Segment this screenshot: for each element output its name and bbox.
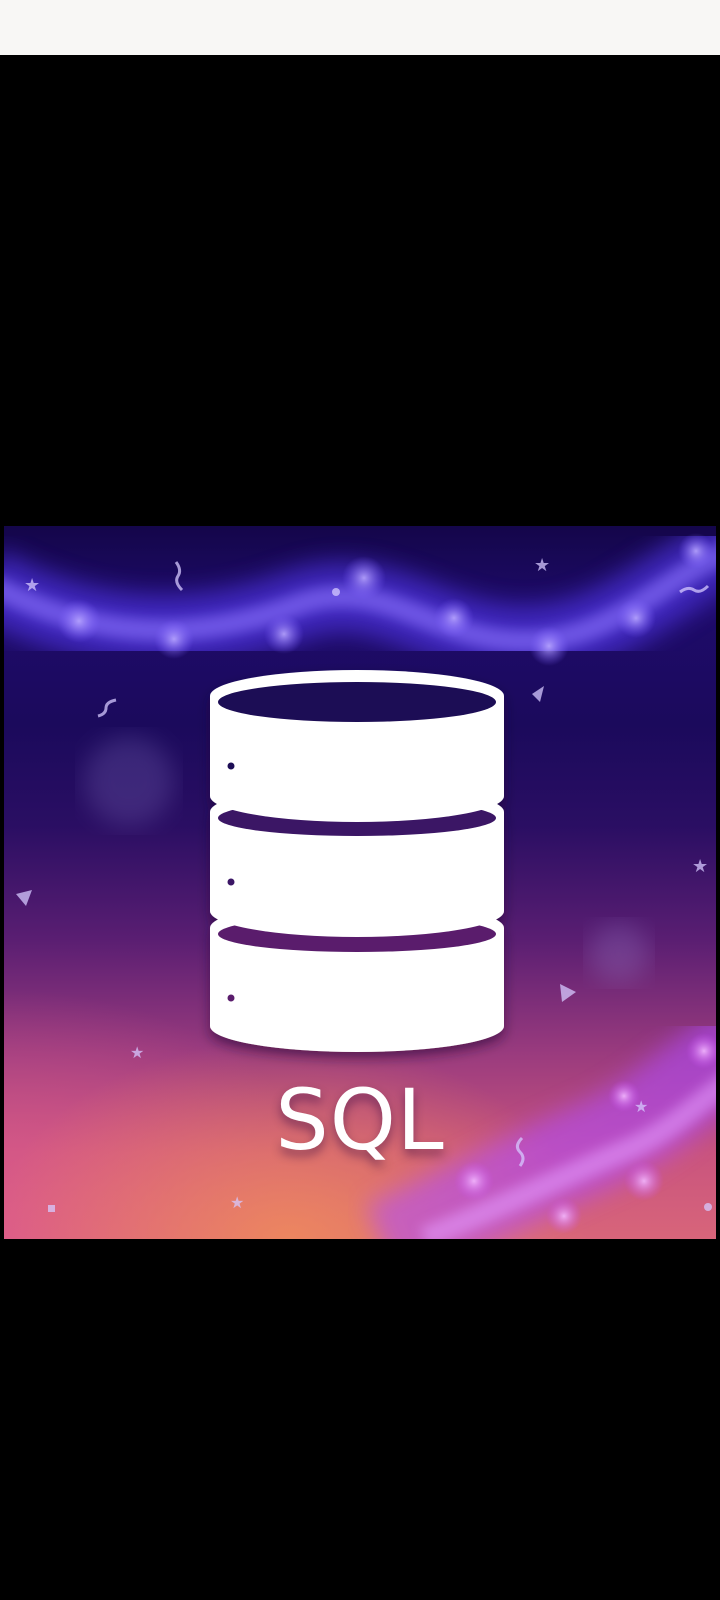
bottom-light-wave xyxy=(365,1010,716,1239)
confetti-decoration: ★ ★ ★ ★ ★ ★ xyxy=(16,555,712,1212)
splash-art: ★ ★ ★ ★ ★ ★ xyxy=(4,526,716,1239)
squiggle-shape xyxy=(97,698,117,718)
app-title: SQL xyxy=(275,1071,445,1169)
dot-shape xyxy=(332,588,340,596)
square-shape xyxy=(48,1205,55,1212)
star-icon: ★ xyxy=(692,856,708,877)
status-bar xyxy=(0,0,720,55)
triangle-shape xyxy=(16,890,32,906)
background-orb xyxy=(84,736,174,826)
background-orb xyxy=(589,923,649,983)
dot-shape xyxy=(704,1203,712,1211)
database-icon xyxy=(210,670,504,1052)
squiggle-shape xyxy=(174,561,184,592)
splash-screen: ★ ★ ★ ★ ★ ★ xyxy=(0,55,720,1600)
star-icon: ★ xyxy=(634,1097,648,1116)
splash-background: ★ ★ ★ ★ ★ ★ xyxy=(4,526,716,1239)
star-icon: ★ xyxy=(230,1193,244,1212)
star-icon: ★ xyxy=(130,1043,144,1062)
triangle-shape xyxy=(532,686,544,702)
star-icon: ★ xyxy=(24,575,40,596)
squiggle-shape xyxy=(515,1136,525,1167)
top-light-wave xyxy=(4,526,716,677)
star-icon: ★ xyxy=(534,555,550,576)
triangle-shape xyxy=(560,984,576,1002)
squiggle-shape xyxy=(679,584,710,594)
